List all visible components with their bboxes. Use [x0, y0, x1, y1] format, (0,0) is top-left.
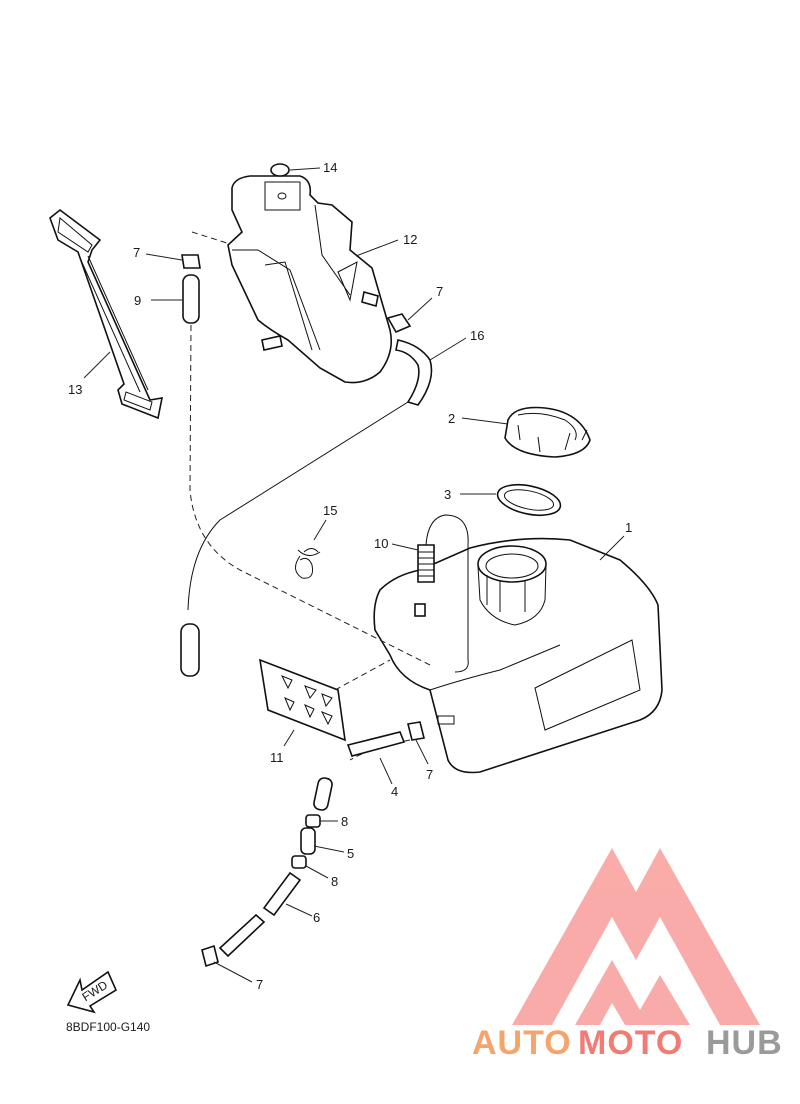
hose-piece [313, 777, 333, 811]
callout-9-label: 9 [134, 293, 141, 308]
clip-7-reservoir [386, 313, 412, 334]
clip-8-upper [305, 814, 321, 828]
guide-line-1 [191, 231, 231, 245]
clip-8-lower [291, 855, 307, 869]
fuel-filter-5 [300, 827, 316, 855]
callout-15: 15 [323, 503, 337, 518]
callout-7-bottom: 7 [256, 977, 263, 992]
tank-cap [504, 406, 591, 458]
fuel-hose-4 [346, 731, 406, 757]
callout-3: 3 [444, 487, 451, 502]
fuel-tank [373, 537, 663, 774]
watermark-auto: AUTO [472, 1024, 572, 1062]
overflow-tube [187, 401, 409, 611]
diagram-code: 8BDF100-G140 [66, 1020, 150, 1034]
clip-7-bottom [201, 944, 219, 968]
clamp-15 [295, 548, 321, 579]
callout-11-label: 11 [270, 750, 284, 765]
breather-hose-16 [395, 339, 433, 406]
vent-pipe-10 [414, 514, 469, 673]
leader-lines [83, 167, 625, 983]
callout-1: 1 [625, 520, 632, 535]
callout-4: 4 [391, 784, 398, 799]
callout-7-top: 7 [133, 245, 140, 260]
watermark-moto: MOTO [578, 1024, 683, 1062]
tube-end [180, 623, 200, 677]
callout-8-lower: 8 [331, 874, 338, 889]
clip-7-tank [407, 721, 425, 741]
callout-6: 6 [313, 910, 320, 925]
reservoir-cap [270, 163, 290, 177]
callout-7-tank: 7 [426, 767, 433, 782]
reservoir-tank [227, 175, 393, 384]
watermark-hub: HUB [706, 1024, 783, 1062]
watermark-logo [512, 848, 760, 1025]
plate-11 [258, 658, 346, 742]
fwd-arrow: FWD [66, 970, 118, 1014]
gasket [496, 483, 562, 517]
callout-16: 16 [470, 328, 484, 343]
guide-line-2 [189, 324, 431, 666]
callout-5: 5 [347, 846, 354, 861]
callout-13: 13 [68, 382, 82, 397]
guide-line-3 [334, 659, 391, 691]
callout-7-reservoir: 7 [436, 284, 443, 299]
callout-2: 2 [448, 411, 455, 426]
callout-8-upper: 8 [341, 814, 348, 829]
callout-10: 10 [374, 536, 388, 551]
fuel-hose-6 [218, 871, 302, 958]
clip-7-top [181, 254, 201, 269]
callout-14: 14 [323, 160, 337, 175]
hose-9 [182, 274, 200, 324]
callout-12: 12 [403, 232, 417, 247]
watermark-text: AUTO MOTO HUB [472, 1024, 783, 1062]
rubber-strap [49, 208, 164, 420]
